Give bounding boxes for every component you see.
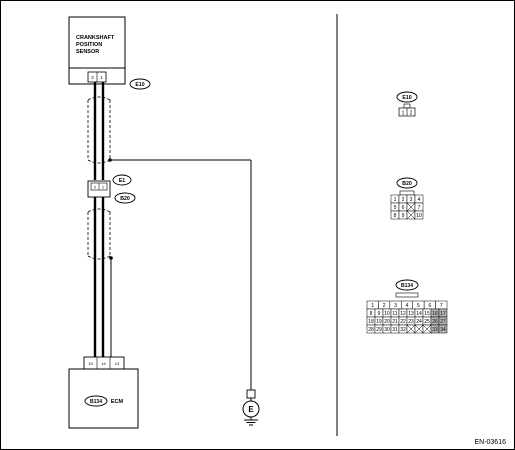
e10-callout: E10 [129,78,151,90]
b134-pin-number: 18 [368,319,374,325]
b134-pin-number: 11 [392,311,397,317]
splice-point-lower [109,256,113,260]
b134-label: B134 [90,399,102,405]
b20-pin-cell [414,210,424,220]
joint-connector-e1-b20: 2 1 [87,180,111,198]
b20-pin-number: 5 [394,205,397,211]
e1-pin-2: 2 [94,185,97,190]
e10-detail-pin-1: 1 [402,111,405,117]
sensor-pin-2: 2 [91,75,94,80]
b20-label: B20 [120,196,130,202]
b134-pin-number: 3 [394,303,397,309]
sensor-title-line2: POSITION [76,42,102,48]
b134-pin-number: 4 [406,303,409,309]
e1-pin-1: 1 [102,185,105,190]
b134-pin-number: 20 [384,319,390,325]
figure-code: EN-03616 [474,439,506,446]
b134-pin-number: 24 [416,319,422,325]
b134-pin-number: 17 [440,311,446,317]
sensor-title-line3: SENSOR [76,49,99,55]
ground-symbol [242,389,260,426]
e10-label: E10 [135,82,144,88]
lower-shield [87,208,111,260]
sensor-title-line1: CRANKSHAFT [76,35,115,41]
ecm-pin-15: 15 [88,361,93,366]
b134-pin-number: 29 [376,327,382,333]
b134-pin-number: 1 [371,303,374,309]
b134-pin-number: 34 [440,327,446,333]
b134-pin-blank-mark [422,324,432,334]
ecm-pin-14: 14 [101,361,106,366]
b134-pin-number: 14 [416,311,422,317]
b20-pin-number: 6 [402,205,405,211]
crankshaft-sensor-box: CRANKSHAFT POSITION SENSOR 2 1 [68,16,126,85]
b20-pin-number: 3 [410,197,413,203]
b134-pin-number: 8 [370,311,373,317]
ecm-label: ECM [111,399,124,405]
b20-pin-number: 9 [402,213,405,219]
b134-pin-number: 26 [432,319,438,325]
b134-pin-blank-mark [414,324,424,334]
b20-pin-number: 1 [394,197,397,203]
b134-pin-number: 21 [392,319,398,325]
b134-detail-label: B134 [401,283,413,289]
b134-pin-number: 5 [417,303,420,309]
b134-pin-number: 10 [384,311,390,317]
b134-pin-number: 12 [400,311,406,317]
b134-pin-number: 19 [376,319,382,325]
b134-pin-number: 33 [432,327,438,333]
b134-pin-number: 28 [368,327,374,333]
b20-callout: B20 [114,192,136,204]
b134-pin-cell [438,324,448,334]
b20-detail-label: B20 [402,181,412,187]
b134-pin-number: 32 [400,327,406,333]
b20-pin-blank-mark [406,210,416,220]
e1-callout: E1 [112,174,132,186]
ecm-pin-13: 13 [115,361,120,366]
b134-pin-blank-mark [406,324,416,334]
harness-wires [93,82,105,357]
e1-label: E1 [119,178,125,184]
splice-point-upper [108,158,112,162]
sensor-pin-1: 1 [100,75,103,80]
b20-pin-blank-mark [406,202,416,212]
ecm-box: 15 14 13 B134 ECM [68,356,139,429]
upper-shield [87,96,111,164]
b134-pin-number: 25 [424,319,430,325]
b134-pin-number: 30 [384,327,390,333]
b20-pin-number: 2 [402,197,405,203]
ground-label: E [248,405,254,414]
b134-pin-number: 16 [432,311,438,317]
b134-pin-number: 27 [440,319,446,325]
b134-pin-number: 2 [383,303,386,309]
b134-pin-number: 13 [408,311,414,317]
b20-pin-number: 10 [416,213,422,219]
b134-pin-number: 15 [424,311,430,317]
shield-drain-wires [110,159,252,390]
b20-pin-number: 4 [418,197,421,203]
b134-pin-number: 22 [400,319,406,325]
b134-pin-number: 6 [428,303,431,309]
b134-pin-number: 9 [378,311,381,317]
b134-pin-number: 7 [440,303,443,309]
b20-pin-number: 7 [418,205,421,211]
b20-pin-number: 8 [394,213,397,219]
e10-detail-label: E10 [402,95,411,101]
e10-detail: E10 1 2 [396,91,418,117]
b134-callout [84,395,108,407]
b134-pin-number: 23 [408,319,414,325]
e10-detail-pin-2: 2 [410,111,413,117]
b134-pin-number: 31 [392,327,398,333]
